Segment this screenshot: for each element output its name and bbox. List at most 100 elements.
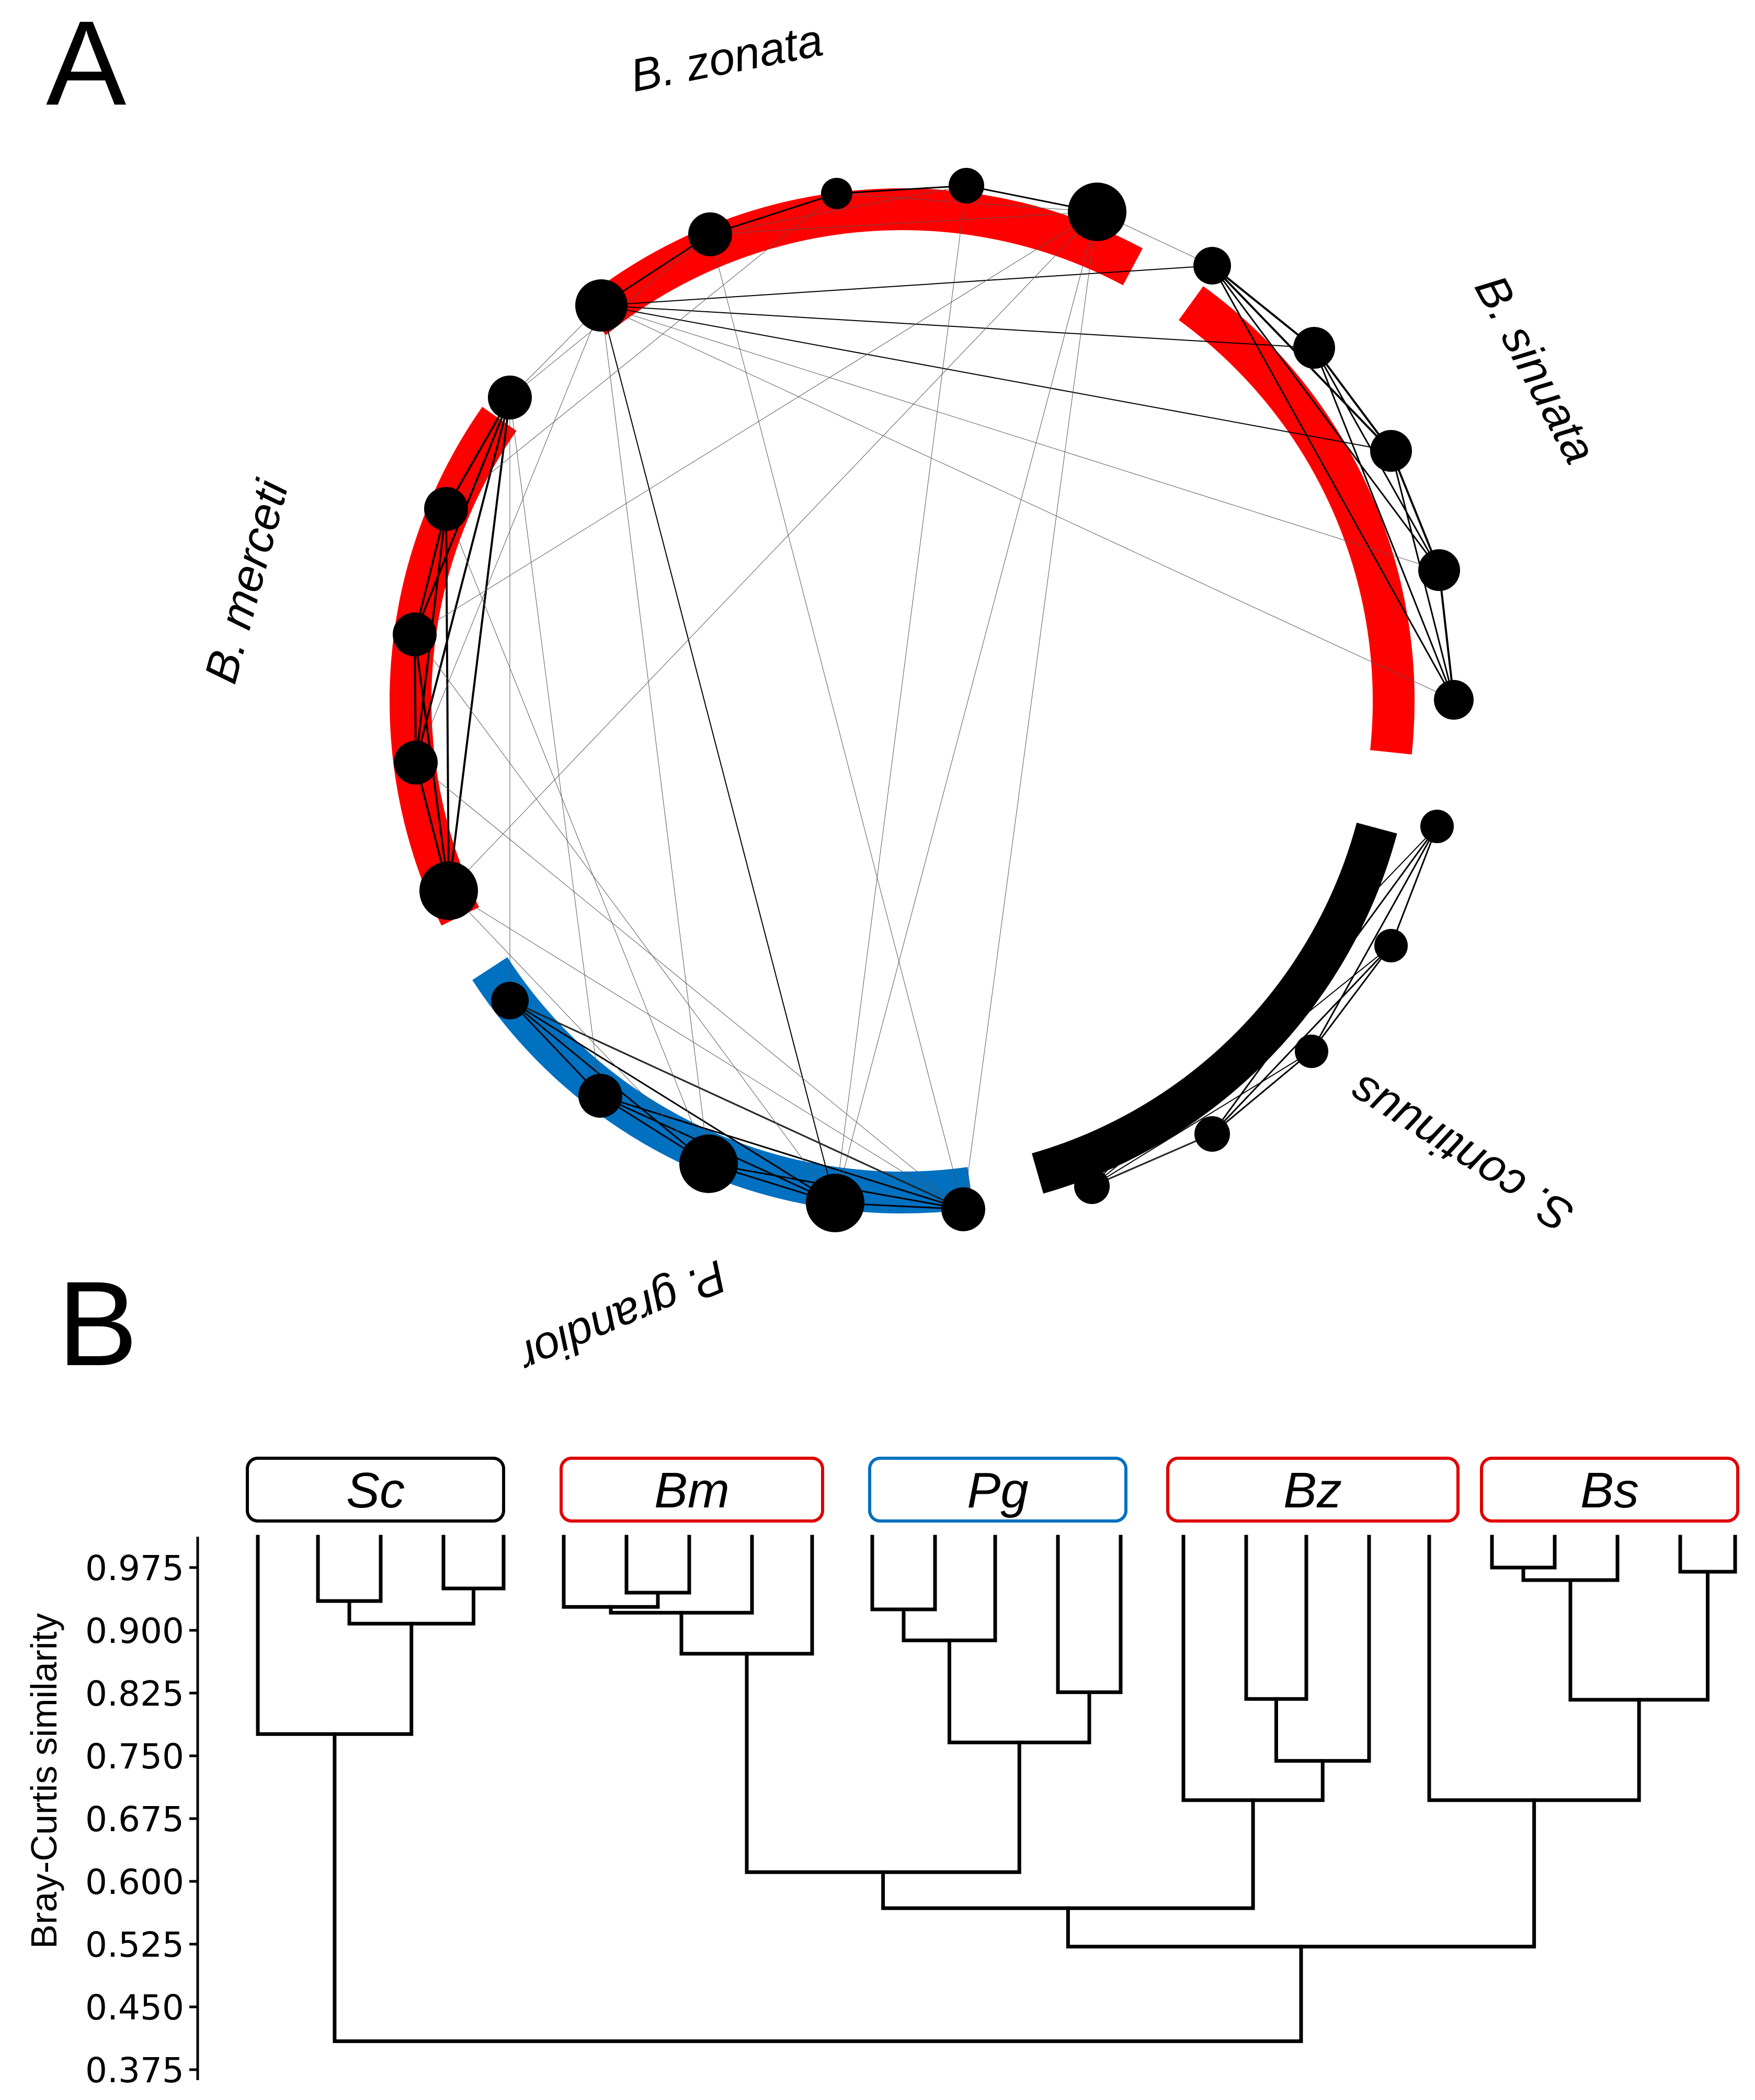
y-tick-label: 0.675 [85,1799,184,1840]
network-edge [509,397,601,1096]
y-tick-label: 0.375 [85,2050,184,2091]
network-edge [414,634,836,1204]
network-edge [1091,826,1438,1187]
network-edge [1211,265,1440,571]
dendrogram-link [624,1535,691,1595]
dendrogram-link [902,1535,997,1642]
network-edge [1091,1133,1213,1187]
arc-label-p-grandior: P. grandior [510,1251,734,1384]
dendrogram-link [1521,1535,1620,1582]
group-box-bs: Bs [1480,1457,1739,1523]
network-edge [710,211,1098,235]
y-tick-label: 0.600 [85,1862,184,1902]
group-box-pg: Pg [868,1457,1127,1523]
y-axis-title: Bray-Curtis similarity [24,1613,64,1949]
network-node-pg [578,1074,622,1118]
group-arcs [390,188,1415,1213]
network-edge [1310,826,1438,1052]
network-edge [710,234,964,1210]
network-node-bm [419,861,478,920]
network-node-pg [941,1187,985,1231]
group-box-label: Bs [1580,1462,1639,1518]
network-edge [1211,265,1315,349]
network-edge [600,1095,964,1210]
dendrogram-link [1678,1535,1737,1574]
network-edge [601,305,1454,700]
network-node-bm [393,612,437,656]
network-node-bz [1068,183,1126,241]
network-edge [445,508,450,891]
group-box-sc: Sc [246,1457,505,1523]
dendrogram-link [1066,1798,1536,1949]
arc-bz [579,188,1143,335]
dendrogram-root [333,1732,1303,2044]
arc-label-s-continuus: S. continuus [1340,1065,1582,1243]
network-node-pg [806,1174,864,1232]
network-node-sc [1420,810,1454,843]
network-edge [1211,265,1455,700]
arc-label-b-zonata: B. zonata [626,14,827,101]
network-node-sc [1074,1168,1110,1204]
network-edge [1091,1051,1312,1187]
network-node-bs [1193,247,1231,285]
dendrogram-link [1490,1535,1557,1570]
network-edge [509,1000,836,1204]
dendrogram-link [1274,1535,1371,1763]
network-edge [448,890,964,1210]
dendrogram-link [1568,1570,1710,1702]
network-edge [835,211,1098,1204]
clade-bs [1427,1535,1641,1802]
network-edge [415,397,511,763]
group-box-bz: Bz [1166,1457,1460,1523]
network-edge [836,185,967,195]
network-edge [1212,1050,1312,1135]
arc-label-b-merceti: B. merceti [194,474,298,689]
dendrogram-link [347,1586,475,1626]
y-tick-label: 0.750 [85,1736,184,1777]
dendrogram-link [316,1535,383,1603]
network-edge [414,211,1098,635]
network-node-bm [424,487,468,531]
network-node-bs [1434,680,1474,720]
network-edge [415,305,602,763]
network-node-bs [1370,430,1412,472]
dendrogram-link [609,1535,754,1615]
group-box-label: Bz [1283,1462,1342,1518]
network-node-sc [1295,1035,1328,1068]
y-tick-label: 0.900 [85,1611,184,1651]
arc-bs [1178,286,1415,755]
network-edge [601,265,1213,306]
network-edge [963,211,1098,1210]
dendrogram-link [1056,1535,1123,1694]
network-edge [1091,945,1392,1187]
y-tick-label: 0.525 [85,1925,184,1965]
y-tick-label: 0.450 [85,1988,184,2028]
network-edge [1310,945,1392,1052]
network-edge [1390,826,1438,946]
network-node-sc [1374,929,1408,962]
network-edge [601,305,836,1204]
group-box-label: Pg [967,1462,1028,1518]
panel-a-letter: A [46,0,126,130]
group-box-label: Sc [346,1462,405,1518]
dendrogram-link [745,1652,1021,1874]
network-edge [1211,826,1438,1134]
y-tick-label: 0.825 [85,1674,184,1714]
network-node-sc [1194,1116,1230,1152]
network-edge [601,305,709,1164]
network-edge [601,305,1315,348]
network-node-bs [1418,549,1460,591]
dendrogram-link [1244,1535,1308,1701]
network-edge [601,305,1392,451]
network-edge [601,305,1440,571]
network-edge [1313,347,1455,700]
network-node-bz [949,168,984,203]
network-edge [835,185,967,1204]
network-node-bs [1293,327,1335,369]
network-node-bz [688,212,732,256]
network-edge [509,1000,964,1210]
network-node-bm [488,376,532,419]
arc-sc [1032,822,1397,1194]
network-edge [446,508,709,1164]
clade-sc [256,1535,414,1736]
